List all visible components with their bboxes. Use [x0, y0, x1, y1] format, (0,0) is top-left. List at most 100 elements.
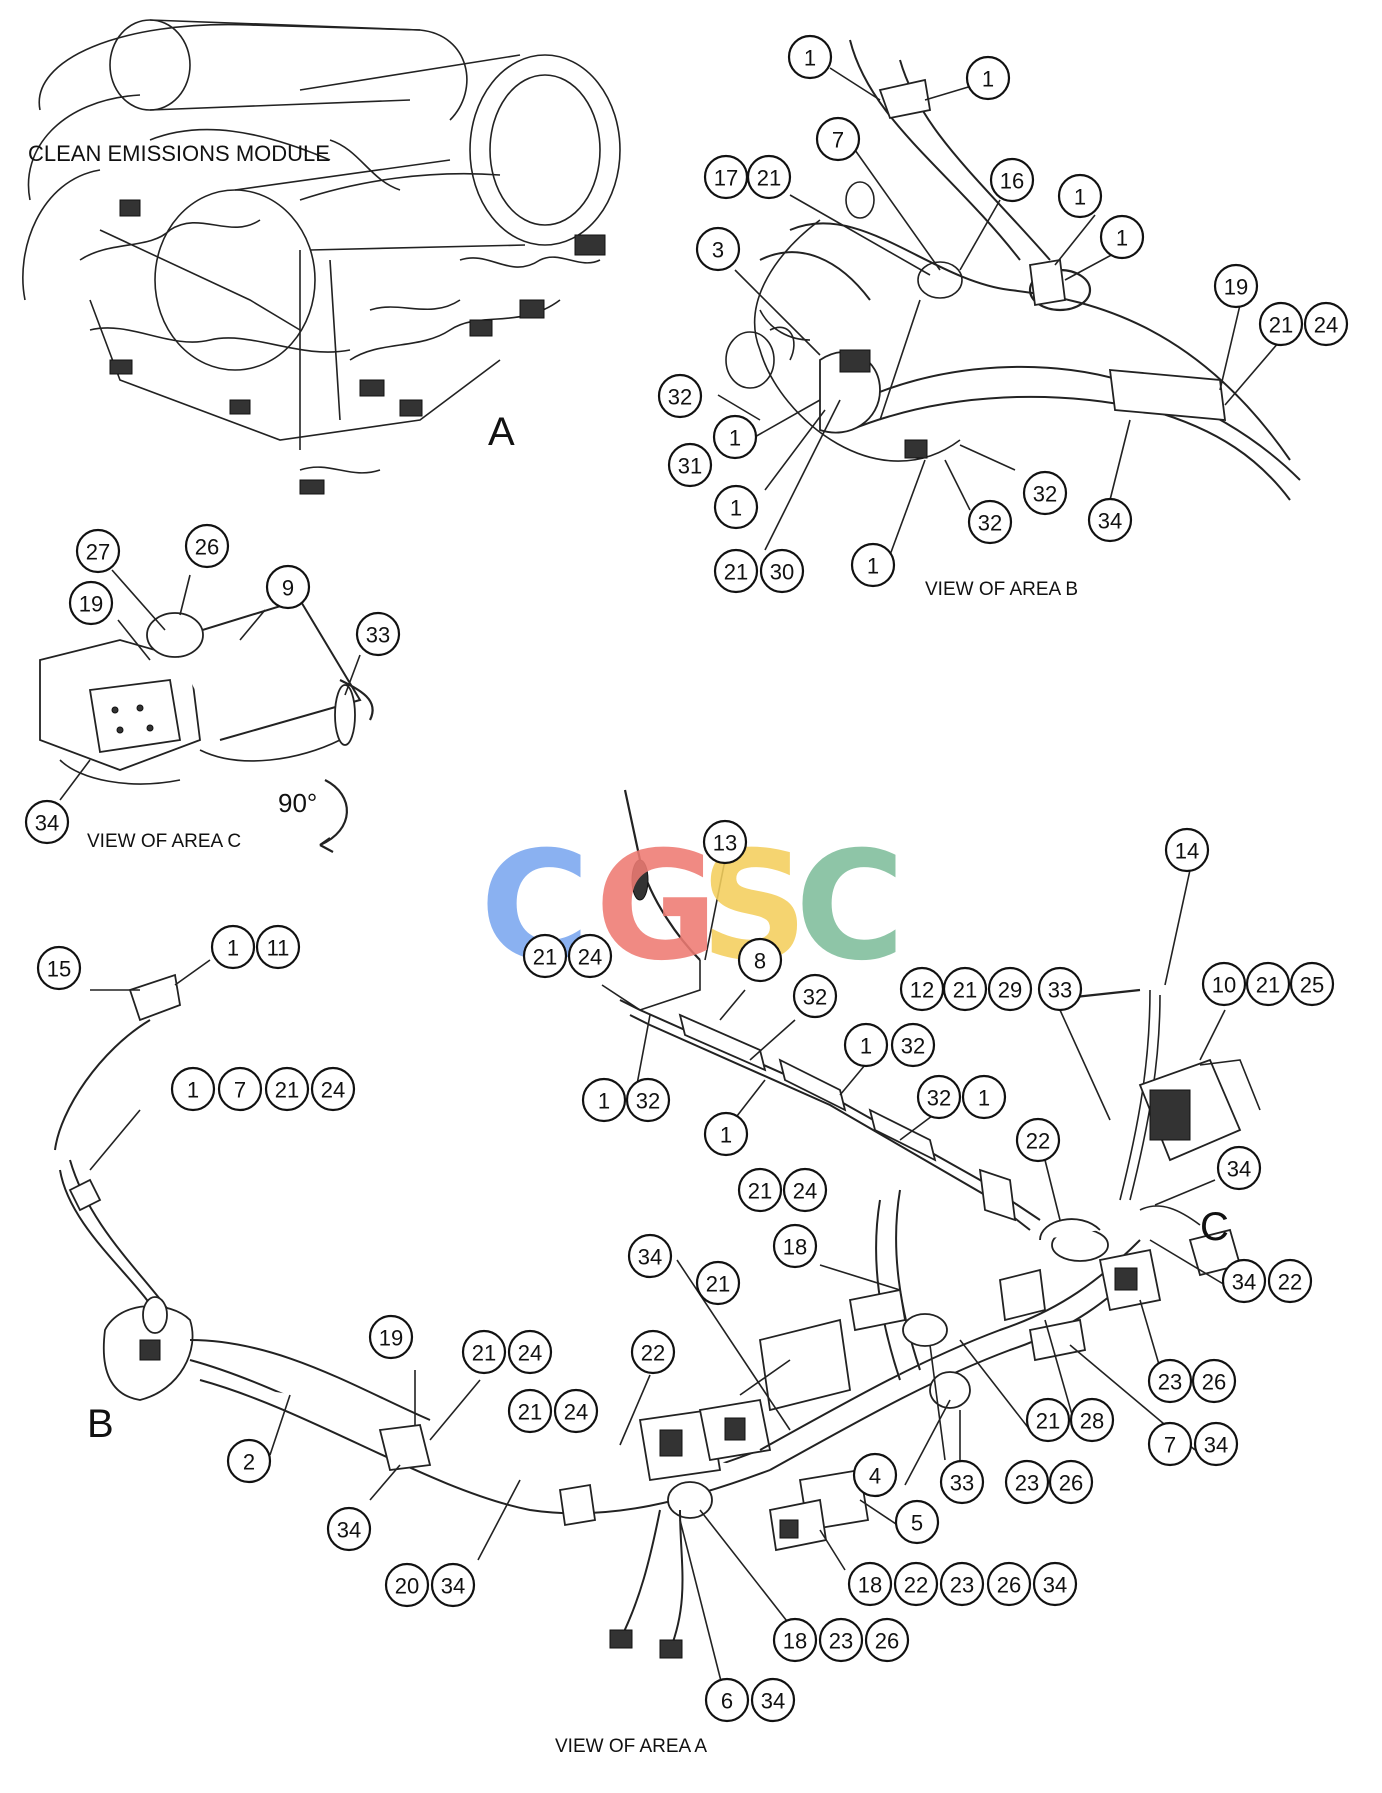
callout-number: 34	[1043, 1573, 1067, 1598]
callout-number: 19	[379, 1326, 403, 1351]
callout-number: 34	[1232, 1270, 1256, 1295]
callout-b-20: 21	[713, 548, 759, 594]
callout-circle	[1213, 263, 1259, 309]
callout-circle	[1216, 1145, 1262, 1191]
callout-a-7: 1	[210, 924, 256, 970]
callout-circle	[815, 116, 861, 162]
watermark-letter-2: G	[595, 820, 718, 994]
callout-circle	[1258, 301, 1304, 347]
callout-a-15: 25	[1289, 961, 1335, 1007]
callout-circle	[581, 1077, 627, 1123]
callout-b-7: 1	[1057, 173, 1103, 219]
callout-b-10: 19	[1213, 263, 1259, 309]
callout-circle	[864, 1617, 910, 1663]
callout-circle	[939, 1561, 985, 1607]
callout-circle	[852, 1452, 898, 1498]
callout-number: 21	[275, 1078, 299, 1103]
callout-number: 32	[636, 1089, 660, 1114]
callout-number: 34	[35, 811, 59, 836]
callout-b-11: 21	[1258, 301, 1304, 347]
callout-circle	[1004, 1459, 1050, 1505]
callout-number: 24	[578, 945, 602, 970]
callout-circle	[893, 1561, 939, 1607]
callout-a-26: 32	[916, 1074, 962, 1120]
callout-a-22: 24	[310, 1066, 356, 1112]
callout-number: 10	[1212, 973, 1236, 998]
callout-a-42: 22	[630, 1329, 676, 1375]
callout-number: 1	[187, 1078, 199, 1103]
callout-number: 34	[441, 1574, 465, 1599]
area-c-drawing	[39, 598, 374, 785]
callout-number: 28	[1080, 1409, 1104, 1434]
callout-number: 20	[395, 1574, 419, 1599]
callout-circle	[507, 1388, 553, 1434]
callout-circle	[1022, 470, 1068, 516]
callout-number: 1	[730, 496, 742, 521]
watermark-letter-4: C	[795, 820, 905, 994]
callout-a-20: 7	[217, 1066, 263, 1112]
callout-number: 26	[1059, 1471, 1083, 1496]
callout-b-14: 31	[667, 442, 713, 488]
callout-a-10: 21	[942, 966, 988, 1012]
callout-number: 1	[978, 1086, 990, 1111]
callout-circle	[310, 1066, 356, 1112]
callout-a-47: 21	[507, 1388, 553, 1434]
callout-circle	[843, 1022, 889, 1068]
callout-circle	[737, 1167, 783, 1213]
module-title: CLEAN EMISSIONS MODULE	[28, 141, 330, 166]
callout-circle	[737, 937, 783, 983]
callout-number: 32	[1033, 482, 1057, 507]
callout-number: 26	[997, 1573, 1021, 1598]
callout-number: 23	[829, 1629, 853, 1654]
callout-circle	[967, 499, 1013, 545]
callout-b-8: 1	[1099, 214, 1145, 260]
callout-a-21: 21	[264, 1066, 310, 1112]
callout-circle	[746, 154, 792, 200]
callout-number: 4	[869, 1464, 881, 1489]
callout-number: 1	[867, 554, 879, 579]
callout-circle	[384, 1562, 430, 1608]
callout-a-46: 34	[1193, 1421, 1239, 1467]
callout-number: 24	[321, 1078, 345, 1103]
callout-circle	[1267, 1258, 1313, 1304]
callout-circle	[894, 1499, 940, 1545]
callout-number: 14	[1175, 839, 1199, 864]
callout-a-1: 13	[702, 819, 748, 865]
callout-circle	[965, 55, 1011, 101]
callout-circle	[1037, 966, 1083, 1012]
callout-a-57: 34	[430, 1562, 476, 1608]
callout-circle	[750, 1677, 796, 1723]
callout-a-37: 23	[1147, 1358, 1193, 1404]
callout-a-24: 32	[625, 1077, 671, 1123]
callout-number: 1	[982, 67, 994, 92]
callout-circle	[507, 1329, 553, 1375]
callout-circle	[522, 933, 568, 979]
callout-number: 32	[668, 385, 692, 410]
callout-circle	[326, 1506, 372, 1552]
callout-a-55: 5	[894, 1499, 940, 1545]
callout-number: 26	[875, 1629, 899, 1654]
callout-b-13: 32	[657, 373, 703, 419]
callout-b-2: 1	[965, 55, 1011, 101]
callout-circle	[1303, 301, 1349, 347]
callout-circle	[553, 1388, 599, 1434]
callout-a-29: 24	[782, 1167, 828, 1213]
callout-number: 22	[1026, 1129, 1050, 1154]
callout-number: 21	[533, 945, 557, 970]
callout-number: 5	[911, 1511, 923, 1536]
callout-number: 24	[1314, 313, 1338, 338]
callout-number: 26	[1202, 1370, 1226, 1395]
callout-number: 23	[950, 1573, 974, 1598]
callout-number: 21	[518, 1400, 542, 1425]
callout-circle	[184, 523, 230, 569]
callout-a-31: 34	[1216, 1145, 1262, 1191]
callout-a-16: 32	[792, 973, 838, 1019]
callout-number: 34	[761, 1689, 785, 1714]
callout-number: 15	[47, 957, 71, 982]
callout-circle	[713, 484, 759, 530]
callout-circle	[890, 1022, 936, 1068]
callout-number: 18	[783, 1235, 807, 1260]
callout-number: 17	[714, 166, 738, 191]
callout-b-12: 24	[1303, 301, 1349, 347]
